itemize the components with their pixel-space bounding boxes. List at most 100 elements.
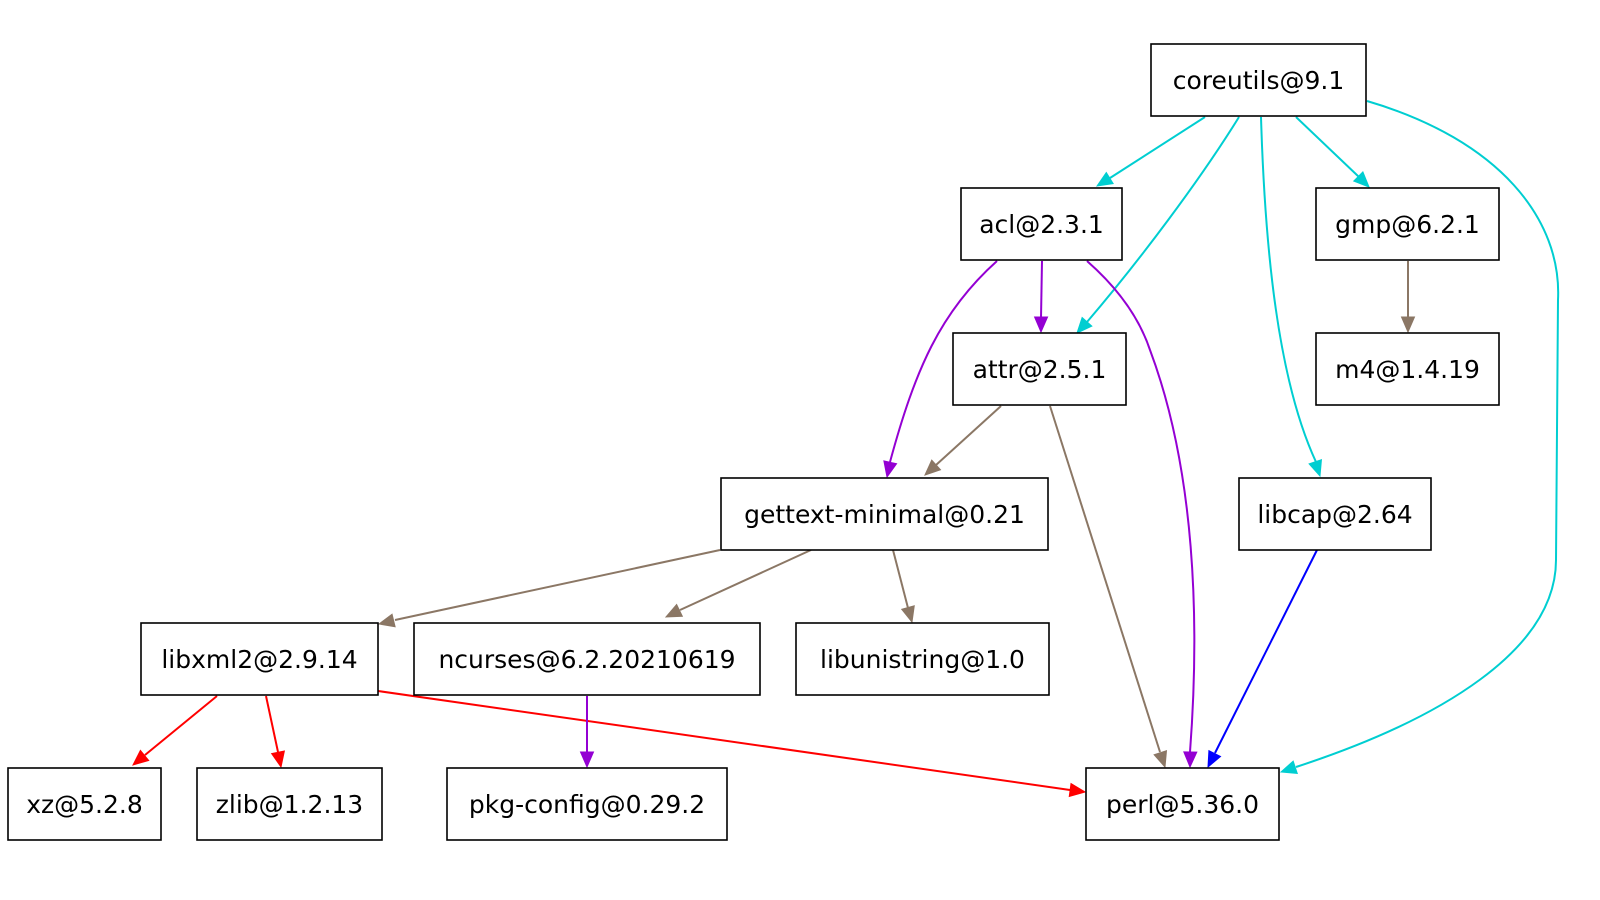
node-xz: xz@5.2.8 <box>7 767 162 841</box>
edge-arrowhead <box>1076 316 1093 334</box>
edge-line <box>1214 549 1318 754</box>
node-box <box>952 332 1127 406</box>
edge-ncurses-to-pkgconfig <box>579 696 595 769</box>
node-box <box>795 622 1050 696</box>
edge-coreutils-to-acl <box>1095 116 1206 187</box>
edge-libxml2-to-zlib <box>265 695 286 769</box>
node-label: libcap@2.64 <box>1257 500 1412 529</box>
node-box <box>1085 767 1280 841</box>
node-libcap: libcap@2.64 <box>1238 477 1432 551</box>
node-ncurses: ncurses@6.2.20210619 <box>413 622 761 696</box>
edge-coreutils-to-attr <box>1076 116 1240 334</box>
node-box <box>960 187 1123 261</box>
node-box <box>413 622 761 696</box>
edge-coreutils-to-libcap <box>1260 116 1323 478</box>
edge-line <box>1049 405 1161 753</box>
node-box <box>1315 187 1500 261</box>
edge-arrowhead <box>1207 749 1222 769</box>
node-label: libunistring@1.0 <box>820 645 1025 674</box>
edge-arrowhead <box>1400 316 1416 334</box>
edge-arrowhead <box>132 749 150 766</box>
node-box <box>140 622 379 696</box>
edge-coreutils-to-perl <box>1279 100 1560 775</box>
node-box <box>446 767 728 841</box>
edge-line <box>1086 116 1240 323</box>
node-libxml2: libxml2@2.9.14 <box>140 622 379 696</box>
edge-line <box>1295 116 1360 178</box>
edge-line <box>935 405 1002 466</box>
edge-arrowhead <box>1279 760 1298 775</box>
edge-acl-to-gettext <box>883 260 998 479</box>
node-box <box>720 477 1049 551</box>
edge-arrowhead <box>1153 750 1168 769</box>
edge-line <box>1295 100 1560 768</box>
node-box <box>1315 332 1500 406</box>
edge-line <box>1109 116 1206 179</box>
edge-libxml2-to-perl <box>377 690 1087 798</box>
node-label: xz@5.2.8 <box>26 790 143 819</box>
edges-layer <box>132 100 1560 798</box>
node-label: gettext-minimal@0.21 <box>744 500 1025 529</box>
edge-arrowhead <box>1095 171 1114 187</box>
node-label: zlib@1.2.13 <box>216 790 363 819</box>
edge-arrowhead <box>1308 459 1323 478</box>
edge-line <box>265 695 279 753</box>
edge-gettext-to-libxml2 <box>377 549 721 628</box>
node-label: coreutils@9.1 <box>1173 66 1344 95</box>
edge-line <box>1260 116 1317 463</box>
node-label: libxml2@2.9.14 <box>161 645 357 674</box>
node-box <box>1238 477 1432 551</box>
edge-line <box>144 695 218 756</box>
node-label: perl@5.36.0 <box>1106 790 1259 819</box>
node-label: attr@2.5.1 <box>973 355 1107 384</box>
node-box <box>1150 43 1367 117</box>
edge-gettext-to-libunistring <box>892 549 915 624</box>
nodes-layer: coreutils@9.1 acl@2.3.1 gmp@6.2.1 attr@2.5.… <box>7 43 1500 841</box>
edge-line <box>394 549 721 621</box>
node-pkgconfig: pkg-config@0.29.2 <box>446 767 728 841</box>
node-label: pkg-config@0.29.2 <box>469 790 705 819</box>
node-zlib: zlib@1.2.13 <box>196 767 383 841</box>
edge-attr-to-perl <box>1049 405 1168 769</box>
node-gmp: gmp@6.2.1 <box>1315 187 1500 261</box>
edge-arrowhead <box>1183 751 1198 769</box>
node-box <box>7 767 162 841</box>
node-m4: m4@1.4.19 <box>1315 332 1500 406</box>
edge-line <box>892 549 909 609</box>
edge-arrowhead <box>1033 316 1049 334</box>
node-label: m4@1.4.19 <box>1335 355 1480 384</box>
edge-arrowhead <box>377 613 396 628</box>
edge-acl-to-attr <box>1033 260 1049 334</box>
edge-arrowhead <box>579 751 595 769</box>
node-attr: attr@2.5.1 <box>952 332 1127 406</box>
node-label: ncurses@6.2.20210619 <box>438 645 735 674</box>
edge-attr-to-gettext <box>924 405 1002 476</box>
edge-line <box>679 549 812 611</box>
node-label: gmp@6.2.1 <box>1335 210 1480 239</box>
edge-arrowhead <box>900 605 915 624</box>
edge-arrowhead <box>1068 782 1087 798</box>
node-box <box>196 767 383 841</box>
edge-line <box>889 260 998 463</box>
edge-arrowhead <box>924 459 942 476</box>
edge-arrowhead <box>883 460 898 479</box>
edge-libxml2-to-xz <box>132 695 218 766</box>
edge-line <box>1086 260 1196 753</box>
edge-libcap-to-perl <box>1207 549 1318 769</box>
edge-acl-to-perl <box>1086 260 1198 769</box>
edge-line <box>377 690 1071 791</box>
edge-arrowhead <box>1352 170 1370 188</box>
edge-arrowhead <box>270 750 286 769</box>
node-label: acl@2.3.1 <box>979 210 1104 239</box>
edge-arrowhead <box>664 603 684 618</box>
edge-coreutils-to-gmp <box>1295 116 1370 188</box>
node-acl: acl@2.3.1 <box>960 187 1123 261</box>
node-perl: perl@5.36.0 <box>1085 767 1280 841</box>
node-gettext: gettext-minimal@0.21 <box>720 477 1049 551</box>
node-libunistring: libunistring@1.0 <box>795 622 1050 696</box>
edge-line <box>1040 260 1043 319</box>
edge-gmp-to-m4 <box>1400 261 1416 334</box>
node-coreutils: coreutils@9.1 <box>1150 43 1367 117</box>
edge-gettext-to-ncurses <box>664 549 812 618</box>
